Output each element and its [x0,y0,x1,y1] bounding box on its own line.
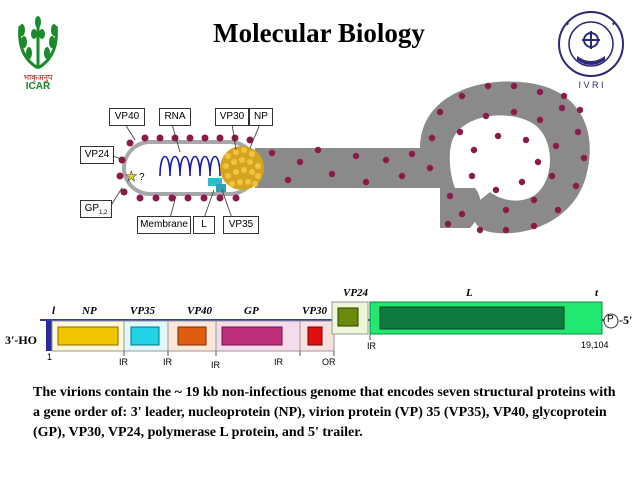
label-vp24: VP24 [80,146,114,164]
icar-logo: भाकृअनुप ICAR [10,8,66,92]
label-question: ? [139,172,145,183]
gene-label-leader: l [52,305,56,317]
genome-map [40,301,619,356]
genome-3prime-end: 3'-HO [5,333,37,347]
label-vp40: VP40 [109,108,145,126]
label-vp35: VP35 [223,216,259,234]
junction-label: IR [163,357,172,367]
np-nucleocapsid [220,146,264,190]
svg-text:✦: ✦ [565,21,570,28]
caption-text: The virions contain the ~ 19 kb non-infe… [33,385,616,440]
vp35-protein [208,178,222,186]
leader-block [46,321,52,351]
icar-text: ICAR [25,81,51,92]
vp24-gene [337,307,359,327]
position-start: 1 [47,352,53,362]
label-l: L [193,216,215,234]
label-np: NP [249,108,273,126]
np-gene [57,326,119,346]
promoter-label: P [607,314,614,325]
vp40-gene [177,326,207,346]
junction-label: OR [322,357,336,367]
vp24-star: ★ [125,170,138,185]
gene-label-vp35: VP35 [130,305,156,317]
label-gp: GP1,2 [80,200,112,218]
ivri-text: I V R I [578,80,604,90]
gene-label-l: L [466,287,473,299]
gp-gene [221,326,283,346]
rna-coil [159,155,221,177]
position-end: 19,104 [581,340,609,350]
gene-label-vp24: VP24 [343,287,369,299]
promoter-circle [603,313,619,329]
junction-label: IR [211,360,220,370]
label-gp-sub: 1,2 [99,210,108,216]
junction-label: IR [119,357,128,367]
vp30-gene [307,326,323,346]
vp35-gene [130,326,160,346]
gene-label-np: NP [82,305,97,317]
l-gene [379,306,565,330]
gene-label-trailer: t [595,287,599,299]
l-protein [216,184,226,192]
virion-diagram: ★ [109,81,590,234]
gene-label-vp40: VP40 [187,305,213,317]
gene-label-vp30: VP30 [302,305,328,317]
surface-proteins [116,134,254,202]
label-membrane: Membrane [137,216,191,234]
svg-text:✦: ✦ [611,21,616,28]
ivri-logo: ✦ ✦ I V R I [555,6,627,94]
junction-label: IR [274,357,283,367]
virion-loop [420,81,590,234]
label-rna: RNA [159,108,191,126]
gene-label-gp: GP [244,305,259,317]
icar-hindi-text: भाकृअनुप [23,73,53,82]
page-title: Molecular Biology [213,18,425,48]
virion-filament [255,148,420,188]
junction-label: IR [367,341,376,351]
label-gp-text: GP [84,203,100,214]
genome-5prime-end: -5' [619,313,633,327]
label-vp30: VP30 [215,108,249,126]
